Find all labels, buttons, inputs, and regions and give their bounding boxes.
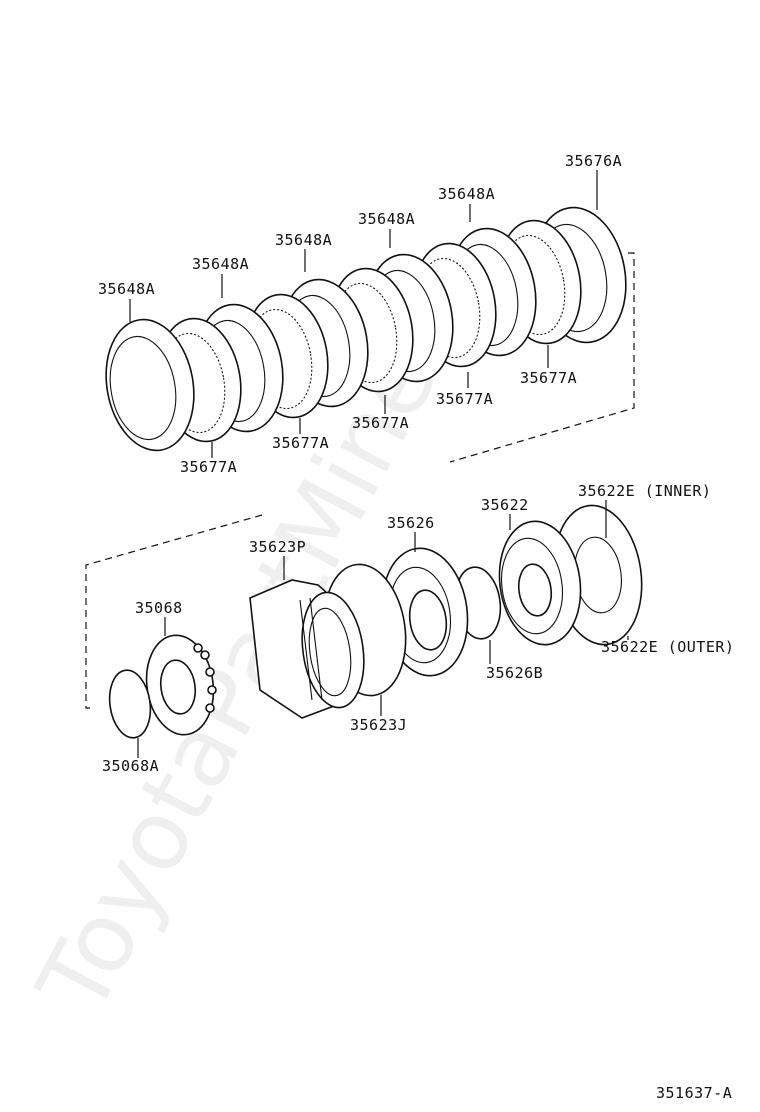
labels-lower: 35622E (INNER) 35622 35626 35623P 35068 … [102, 482, 734, 775]
label-35648A-6: 35648A [438, 185, 495, 203]
label-35677A-5: 35677A [520, 369, 577, 387]
label-35648A-5: 35648A [358, 210, 415, 228]
assembly-bracket-lower [85, 514, 263, 709]
label-35622E-outer: 35622E (OUTER) [601, 638, 734, 656]
label-35677A-2: 35677A [272, 434, 329, 452]
drum-35623P[interactable] [249, 579, 371, 719]
clutch-pack [96, 206, 635, 463]
drawing-reference: 351637-A [656, 1084, 732, 1102]
piston-35622[interactable] [492, 516, 588, 650]
snapring-35068A[interactable] [105, 668, 154, 741]
label-35648A-1: 35648A [98, 280, 155, 298]
label-35622: 35622 [481, 496, 529, 514]
label-35626B: 35626B [486, 664, 543, 682]
spring-35068[interactable] [140, 631, 219, 739]
lower-assembly [85, 504, 643, 741]
label-35068: 35068 [135, 599, 183, 617]
label-35676A: 35676A [565, 152, 622, 170]
leaders-lower [137, 500, 629, 758]
label-35677A-3: 35677A [352, 414, 409, 432]
label-35623P: 35623P [249, 538, 306, 556]
label-35677A-1: 35677A [180, 458, 237, 476]
leaders-upper [129, 170, 598, 458]
label-35648A-4: 35648A [275, 231, 332, 249]
plate-35648A-1[interactable] [96, 313, 204, 458]
labels-upper: 35676A 35648A 35648A 35648A 35648A 35648… [98, 152, 622, 476]
label-35677A-4: 35677A [436, 390, 493, 408]
label-35648A-3: 35648A [192, 255, 249, 273]
label-35068A: 35068A [102, 757, 159, 775]
label-35623J: 35623J [350, 716, 407, 734]
label-35622E-inner: 35622E (INNER) [578, 482, 711, 500]
assembly-bracket-upper [449, 252, 635, 463]
label-35626: 35626 [387, 514, 435, 532]
